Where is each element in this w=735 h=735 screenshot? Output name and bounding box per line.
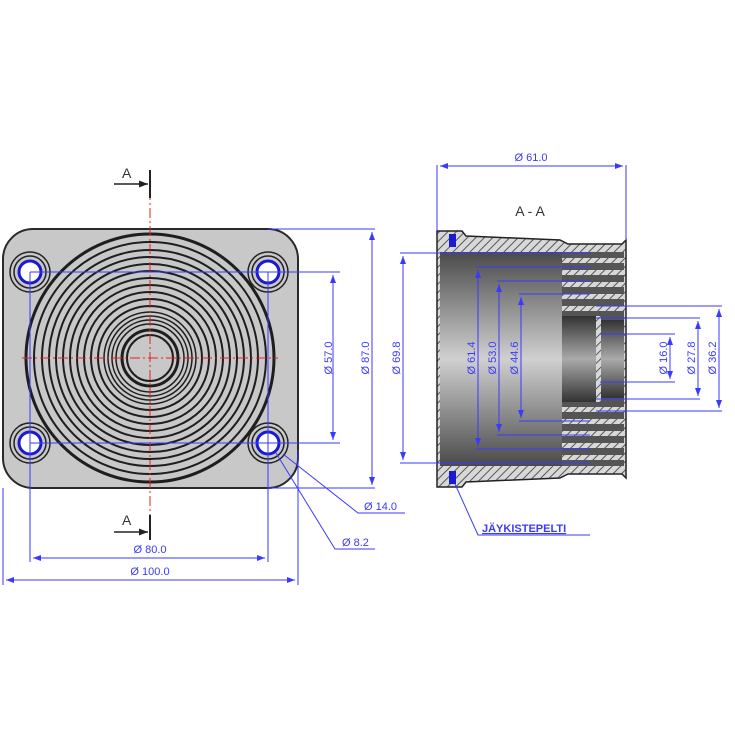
dim-d1: Ø 61.4 bbox=[466, 341, 478, 374]
dim-overall-width: Ø 100.0 bbox=[130, 566, 169, 578]
dim-d5: Ø 27.8 bbox=[686, 341, 698, 374]
section-title: A - A bbox=[515, 203, 545, 219]
dim-d2: Ø 53.0 bbox=[487, 341, 499, 374]
dim-overall-height: Ø 87.0 bbox=[360, 341, 372, 374]
dim-d3: Ø 44.6 bbox=[509, 341, 521, 374]
section-marker-label: A bbox=[122, 165, 132, 181]
dim-depth: Ø 61.0 bbox=[514, 152, 547, 164]
section-dimensions bbox=[400, 163, 722, 536]
dim-hole: Ø 8.2 bbox=[342, 537, 369, 549]
main-bore bbox=[440, 252, 570, 466]
dim-hole-spacing-horizontal: Ø 80.0 bbox=[133, 544, 166, 556]
dim-counterbore: Ø 14.0 bbox=[364, 501, 397, 513]
front-dimensions bbox=[2, 228, 405, 585]
section-marker-label: A bbox=[122, 512, 132, 528]
section-marker-bottom: A bbox=[114, 512, 151, 540]
section-view: A - A bbox=[391, 152, 722, 536]
fins bbox=[562, 252, 624, 466]
callout-stiffener-plate: JÄYKISTEPELTI bbox=[482, 522, 566, 535]
stiffener-insert-top bbox=[449, 234, 456, 247]
stiffener-insert-bottom bbox=[449, 471, 456, 484]
dim-hole-spacing-vertical: Ø 57.0 bbox=[323, 341, 335, 374]
centerlines bbox=[22, 190, 278, 528]
dim-d6: Ø 36.2 bbox=[707, 341, 719, 374]
front-view: A A Ø 57.0 Ø 87. bbox=[2, 165, 405, 585]
section-marker-top: A bbox=[114, 165, 151, 198]
dim-outer: Ø 69.8 bbox=[391, 341, 403, 374]
dim-d4: Ø 16.0 bbox=[658, 341, 670, 374]
